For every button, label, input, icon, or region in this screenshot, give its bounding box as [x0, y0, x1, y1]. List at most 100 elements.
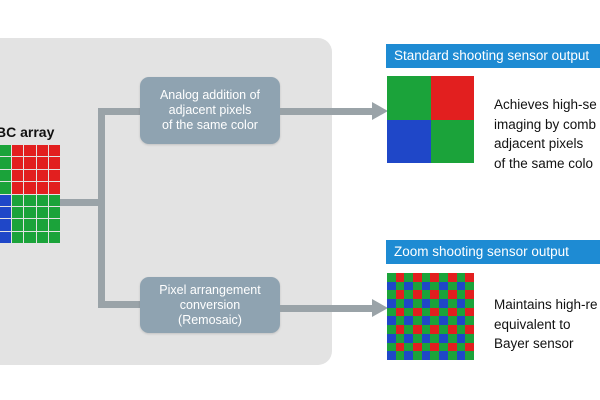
- zoom-output-description: Maintains high-re equivalent to Bayer se…: [494, 297, 598, 351]
- bayer-pixel-green: [456, 290, 466, 300]
- connector-vertical-trunk: [98, 108, 105, 308]
- bayer-pixel-green: [465, 299, 474, 308]
- process-box-analog-addition: Analog addition of adjacent pixels of th…: [140, 77, 280, 144]
- bayer-pixel-green: [439, 307, 448, 317]
- bayer-pixel-green: [439, 342, 448, 352]
- bayer-pixel-blue: [387, 333, 396, 343]
- connector-source-stem: [60, 199, 104, 206]
- bayer-pixel-blue: [404, 316, 414, 326]
- bayer-pixel-green: [456, 307, 466, 317]
- source-pixel-green: [48, 206, 60, 219]
- bayer-pixel-blue: [387, 281, 396, 291]
- bayer-pixel-green: [430, 299, 440, 308]
- bayer-pixel-blue: [439, 299, 448, 308]
- source-pixel-green: [24, 219, 36, 231]
- bayer-pixel-blue: [421, 333, 431, 343]
- bayer-pixel-red: [430, 307, 440, 317]
- source-pixel-green: [0, 145, 12, 157]
- bayer-pixel-green: [395, 281, 405, 291]
- bayer-pixel-red: [395, 307, 405, 317]
- bayer-pixel-red: [413, 325, 422, 334]
- bayer-pixel-green: [404, 307, 414, 317]
- source-pixel-green: [24, 206, 36, 219]
- bayer-pixel-green: [404, 342, 414, 352]
- bayer-pixel-green: [447, 351, 457, 360]
- bayer-pixel-green: [421, 307, 431, 317]
- bayer-pixel-red: [413, 342, 422, 352]
- bayer-pixel-green: [456, 273, 466, 282]
- source-pixel-green: [12, 231, 24, 243]
- bayer-pixel-green: [447, 281, 457, 291]
- source-pixel-red: [48, 157, 60, 169]
- bayer-pixel-green: [465, 281, 474, 291]
- standard-output-header: Standard shooting sensor output: [386, 44, 600, 68]
- bayer-pixel-blue: [439, 351, 448, 360]
- bayer-pixel-green: [430, 333, 440, 343]
- bayer-pixel-green: [465, 316, 474, 326]
- bayer-pixel-red: [395, 325, 405, 334]
- bayer-pixel-green: [447, 299, 457, 308]
- connector-to-bottom-process: [98, 301, 142, 308]
- bayer-pixel-red: [430, 325, 440, 334]
- bayer-pixel-red: [430, 290, 440, 300]
- source-pixel-green: [12, 206, 24, 219]
- source-pixel-green: [36, 219, 48, 231]
- standard-pixel-blue: [387, 119, 431, 163]
- bayer-pixel-blue: [456, 316, 466, 326]
- bayer-pixel-green: [439, 290, 448, 300]
- source-pixel-green: [0, 169, 12, 182]
- bayer-pixel-green: [465, 351, 474, 360]
- bayer-pixel-blue: [421, 316, 431, 326]
- bayer-pixel-red: [413, 273, 422, 282]
- bayer-pixel-red: [395, 273, 405, 282]
- bayer-pixel-green: [395, 316, 405, 326]
- bayer-pixel-blue: [404, 281, 414, 291]
- bayer-pixel-red: [447, 325, 457, 334]
- standard-pixel-green: [387, 76, 431, 120]
- source-pixel-green: [12, 194, 24, 206]
- source-pixel-green: [0, 182, 12, 194]
- source-pixel-red: [24, 182, 36, 194]
- source-pixel-red: [12, 145, 24, 157]
- arrow-to-standard-output-line: [280, 108, 374, 115]
- bayer-pixel-green: [447, 316, 457, 326]
- source-pixel-red: [36, 145, 48, 157]
- bayer-pixel-green: [465, 333, 474, 343]
- source-pixel-green: [24, 231, 36, 243]
- arrow-to-standard-output-head: [372, 102, 388, 120]
- bayer-pixel-green: [413, 316, 422, 326]
- bayer-pixel-green: [456, 325, 466, 334]
- bayer-pixel-blue: [456, 333, 466, 343]
- source-pixel-green: [36, 231, 48, 243]
- process-box-remosaic: Pixel arrangement conversion (Remosaic): [140, 277, 280, 333]
- bayer-pixel-green: [404, 273, 414, 282]
- bayer-pixel-blue: [404, 351, 414, 360]
- arrow-to-zoom-output-line: [280, 305, 374, 312]
- bayer-pixel-green: [421, 342, 431, 352]
- arrow-to-zoom-output-head: [372, 299, 388, 317]
- bayer-pixel-green: [439, 273, 448, 282]
- bayer-pixel-blue: [387, 316, 396, 326]
- zoom-output-bayer-grid: [387, 273, 474, 360]
- zoom-output-header: Zoom shooting sensor output: [386, 240, 600, 264]
- bayer-pixel-blue: [439, 316, 448, 326]
- bayer-pixel-green: [387, 290, 396, 300]
- bayer-pixel-green: [421, 325, 431, 334]
- bayer-pixel-green: [387, 325, 396, 334]
- bayer-pixel-green: [404, 325, 414, 334]
- source-pixel-blue: [0, 194, 12, 206]
- bayer-pixel-red: [430, 342, 440, 352]
- bayer-pixel-red: [447, 307, 457, 317]
- source-pixel-green: [24, 194, 36, 206]
- source-pixel-red: [48, 145, 60, 157]
- bayer-pixel-green: [387, 273, 396, 282]
- standard-output-description: Achieves high-se imaging by comb adjacen…: [494, 97, 597, 171]
- bayer-pixel-green: [395, 299, 405, 308]
- source-pixel-red: [48, 182, 60, 194]
- bayer-pixel-blue: [421, 299, 431, 308]
- source-pixel-blue: [0, 206, 12, 219]
- bayer-pixel-green: [439, 325, 448, 334]
- bayer-pixel-blue: [439, 333, 448, 343]
- array-title: BC array: [0, 124, 55, 140]
- bayer-pixel-red: [465, 342, 474, 352]
